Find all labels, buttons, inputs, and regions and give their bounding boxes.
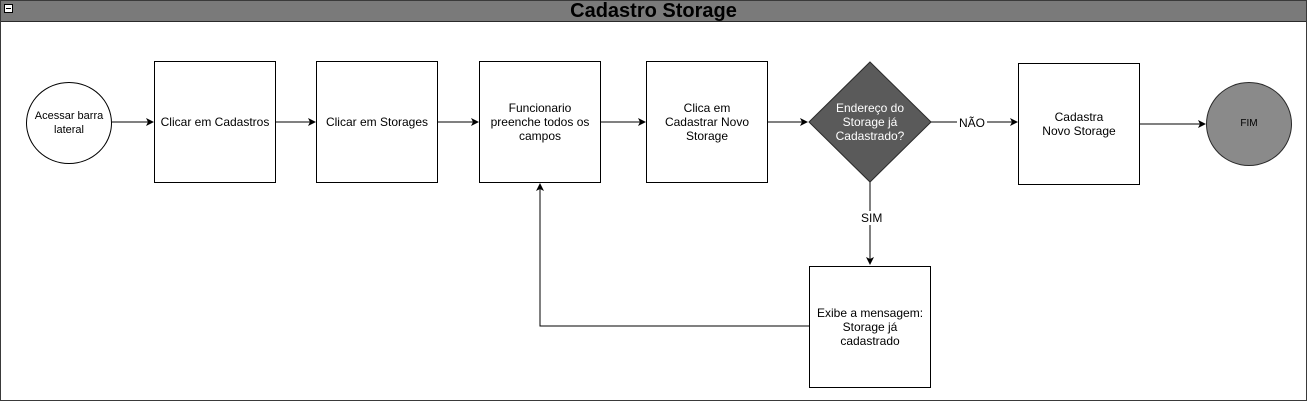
edge-label-sim: SIM [859, 211, 885, 225]
edge-label-nao: NÃO [957, 116, 988, 130]
start-node[interactable]: Acessar barra lateral [26, 82, 112, 164]
step-cadastrar-novo[interactable]: Clica em Cadastrar Novo Storage [646, 61, 768, 183]
step-clicar-storages-label: Clicar em Storages [325, 115, 429, 129]
step-clicar-storages[interactable]: Clicar em Storages [316, 61, 438, 183]
message-label: Exibe a mensagem: Storage já cadastrado [816, 306, 924, 348]
diagram-title: Cadastro Storage [570, 0, 737, 22]
title-bar: Cadastro Storage [1, 0, 1306, 22]
collapse-icon[interactable] [4, 4, 13, 13]
step-cadastrar-novo-label: Clica em Cadastrar Novo Storage [664, 101, 750, 143]
edge-message-loop-back [536, 183, 809, 327]
end-label: FIM [1240, 118, 1258, 129]
step-clicar-cadastros[interactable]: Clicar em Cadastros [154, 61, 276, 183]
decision-label: Endereço do Storage já Cadastrado? [835, 101, 905, 143]
step-cadastra-novo-storage-label: Cadastra Novo Storage [1042, 110, 1116, 138]
end-node[interactable]: FIM [1206, 82, 1292, 166]
step-preenche-campos[interactable]: Funcionario preenche todos os campos [479, 61, 601, 183]
step-preenche-campos-label: Funcionario preenche todos os campos [490, 101, 590, 143]
step-clicar-cadastros-label: Clicar em Cadastros [160, 115, 270, 129]
step-cadastra-novo-storage[interactable]: Cadastra Novo Storage [1018, 63, 1140, 185]
start-label: Acessar barra lateral [34, 110, 104, 136]
message-box[interactable]: Exibe a mensagem: Storage já cadastrado [809, 266, 931, 388]
